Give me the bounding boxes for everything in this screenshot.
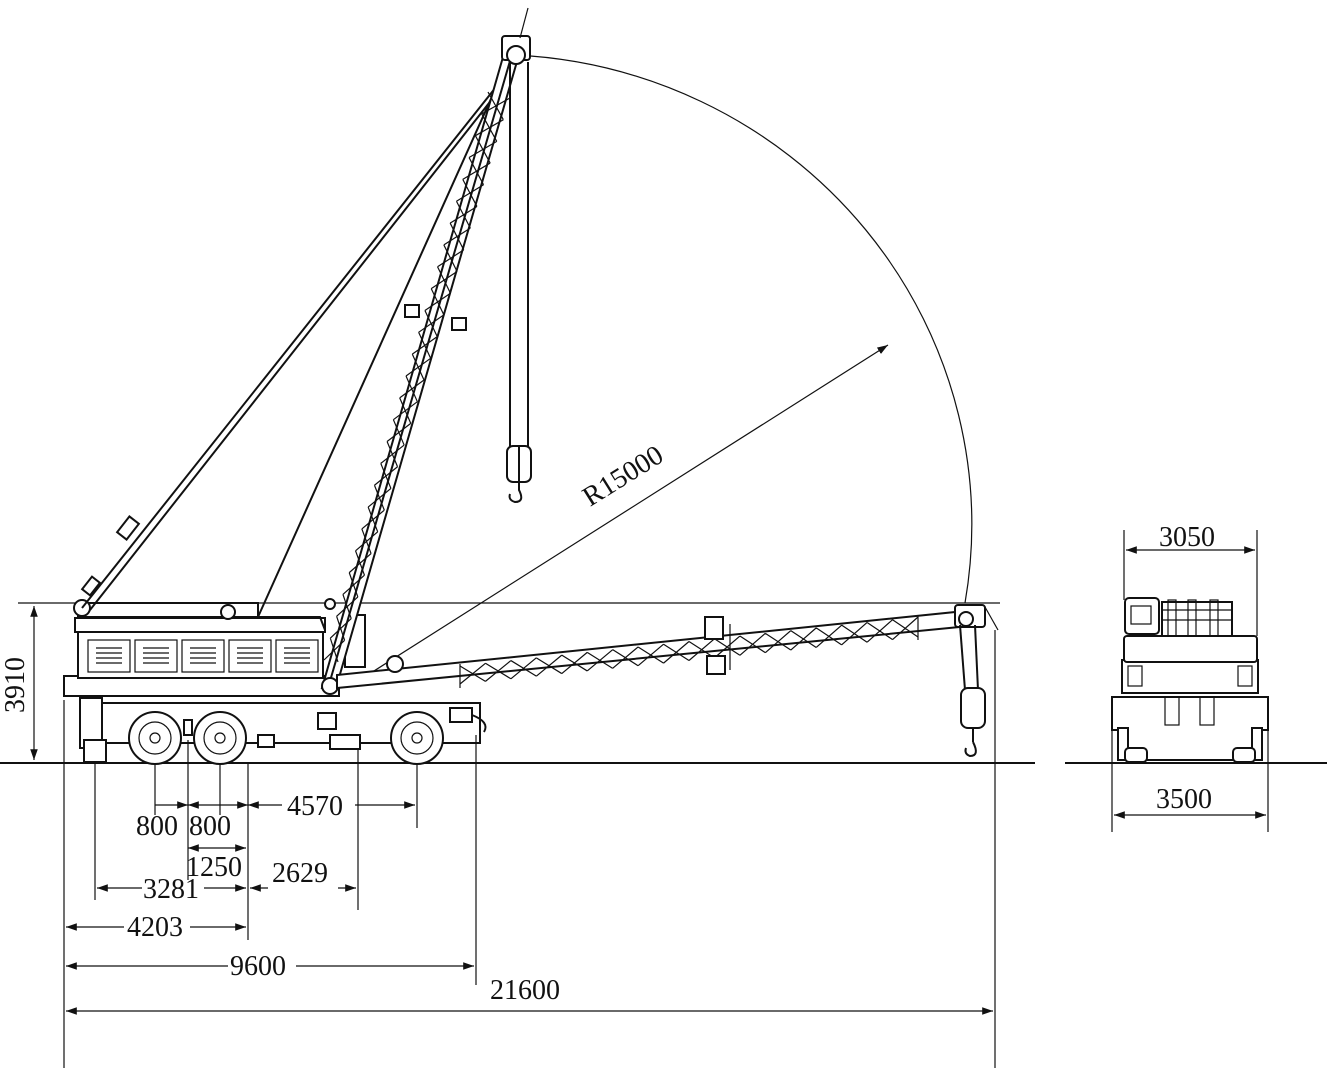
outrigger-to-axle-label: 3281 [143, 874, 199, 905]
axle-gap-2-label: 800 [189, 811, 231, 842]
overall-length-label: 21600 [490, 975, 560, 1006]
dimension-bottom-width: 3500 [1111, 700, 1269, 832]
axle-to-outrigger-label: 2629 [272, 858, 328, 889]
axle-gap-1-label: 800 [136, 811, 178, 842]
wheel-1 [128, 711, 182, 765]
top-width-label: 3050 [1159, 522, 1215, 553]
dimension-carrier-length: 9600 [66, 951, 474, 982]
side-view: R15000 [0, 7, 1035, 1068]
carrier-length-label: 9600 [230, 951, 286, 982]
axle-offset-label: 1250 [186, 852, 242, 883]
front-to-axle-label: 4203 [127, 912, 183, 943]
wheel-3 [390, 711, 444, 765]
radius-line [354, 344, 889, 684]
dimension-overall-length: 21600 [66, 975, 993, 1015]
dimension-axle-offset: 1250 [186, 844, 246, 883]
dimension-top-width: 3050 [1123, 522, 1258, 636]
extension-lines [63, 630, 996, 1068]
lowered-hook-block [959, 624, 986, 758]
raised-hook-block [506, 62, 532, 504]
bottom-width-label: 3500 [1156, 784, 1212, 815]
superstructure [63, 599, 366, 697]
height-label: 3910 [0, 657, 31, 713]
carrier [79, 697, 487, 765]
raised-lattice-boom [320, 7, 531, 695]
slew-radius-arc [514, 54, 973, 604]
axle-to-rear-label: 4570 [287, 791, 343, 822]
dimension-front-to-axle: 4203 [66, 912, 246, 943]
dimension-outriggers: 3281 2629 [97, 858, 356, 905]
dimension-axle-spacing: 800 800 4570 [136, 791, 415, 842]
height-dimension: 3910 [0, 606, 45, 764]
end-view: 3050 3500 [1065, 522, 1327, 832]
boom-pendant [80, 81, 505, 618]
wheel-2 [193, 711, 247, 765]
radius-label: R15000 [577, 440, 669, 513]
lowered-lattice-boom [336, 604, 999, 690]
